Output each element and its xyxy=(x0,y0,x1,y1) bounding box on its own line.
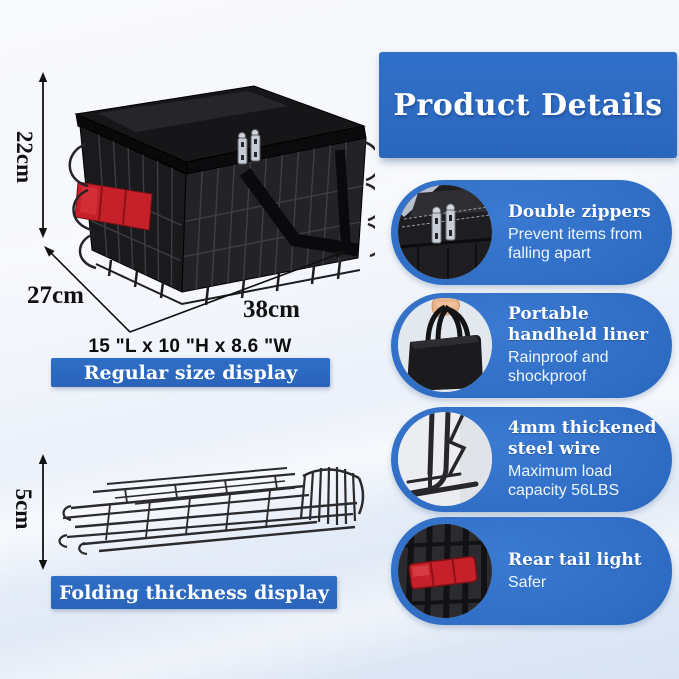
height-arrow xyxy=(38,72,48,238)
folding-thickness-banner: Folding thickness display xyxy=(51,576,337,609)
regular-basket-photo xyxy=(40,80,375,320)
feature-description: Safer xyxy=(508,574,547,592)
height-dimension-label: 22cm xyxy=(12,130,37,184)
size-in-inches-label: 15 "L x 10 "H x 8.6 "W xyxy=(88,336,292,357)
width-dimension-label: 38cm xyxy=(243,296,300,323)
depth-width-dimension-lines xyxy=(44,246,346,333)
folded-basket-photo xyxy=(55,448,365,576)
feature-description: Prevent items from falling apart xyxy=(508,226,643,263)
feature-description: Maximum load capacity 56LBS xyxy=(508,463,620,500)
double-zippers-photo xyxy=(398,185,492,279)
regular-size-banner: Regular size display xyxy=(51,358,330,387)
depth-dimension-label: 27cm xyxy=(27,282,84,309)
feature-title: Portable handheld liner xyxy=(508,304,649,345)
feature-title: Double zippers xyxy=(508,201,651,222)
feature-description: Rainproof and shockproof xyxy=(508,349,609,386)
feature-card-steel-wire: 4mm thickened steel wire Maximum load ca… xyxy=(391,407,672,512)
thickened-steel-wire-photo xyxy=(398,412,492,506)
product-details-title: Product Details xyxy=(393,87,663,123)
feature-title: Rear tail light xyxy=(508,549,642,570)
rear-tail-light-photo xyxy=(398,524,492,618)
zipper-pulls xyxy=(237,129,261,165)
product-details-header: Product Details xyxy=(379,52,677,158)
thickness-dimension-label: 5cm xyxy=(11,488,36,530)
feature-card-rear-tail-light: Rear tail light Safer xyxy=(391,517,672,625)
thickness-arrow xyxy=(38,454,48,570)
portable-handheld-liner-photo xyxy=(398,298,492,392)
reflector xyxy=(74,181,153,231)
feature-title: 4mm thickened steel wire xyxy=(508,418,657,459)
feature-card-double-zippers: Double zippers Prevent items from fallin… xyxy=(391,180,672,285)
carry-strap xyxy=(239,168,360,257)
feature-card-handheld-liner: Portable handheld liner Rainproof and sh… xyxy=(391,293,672,398)
